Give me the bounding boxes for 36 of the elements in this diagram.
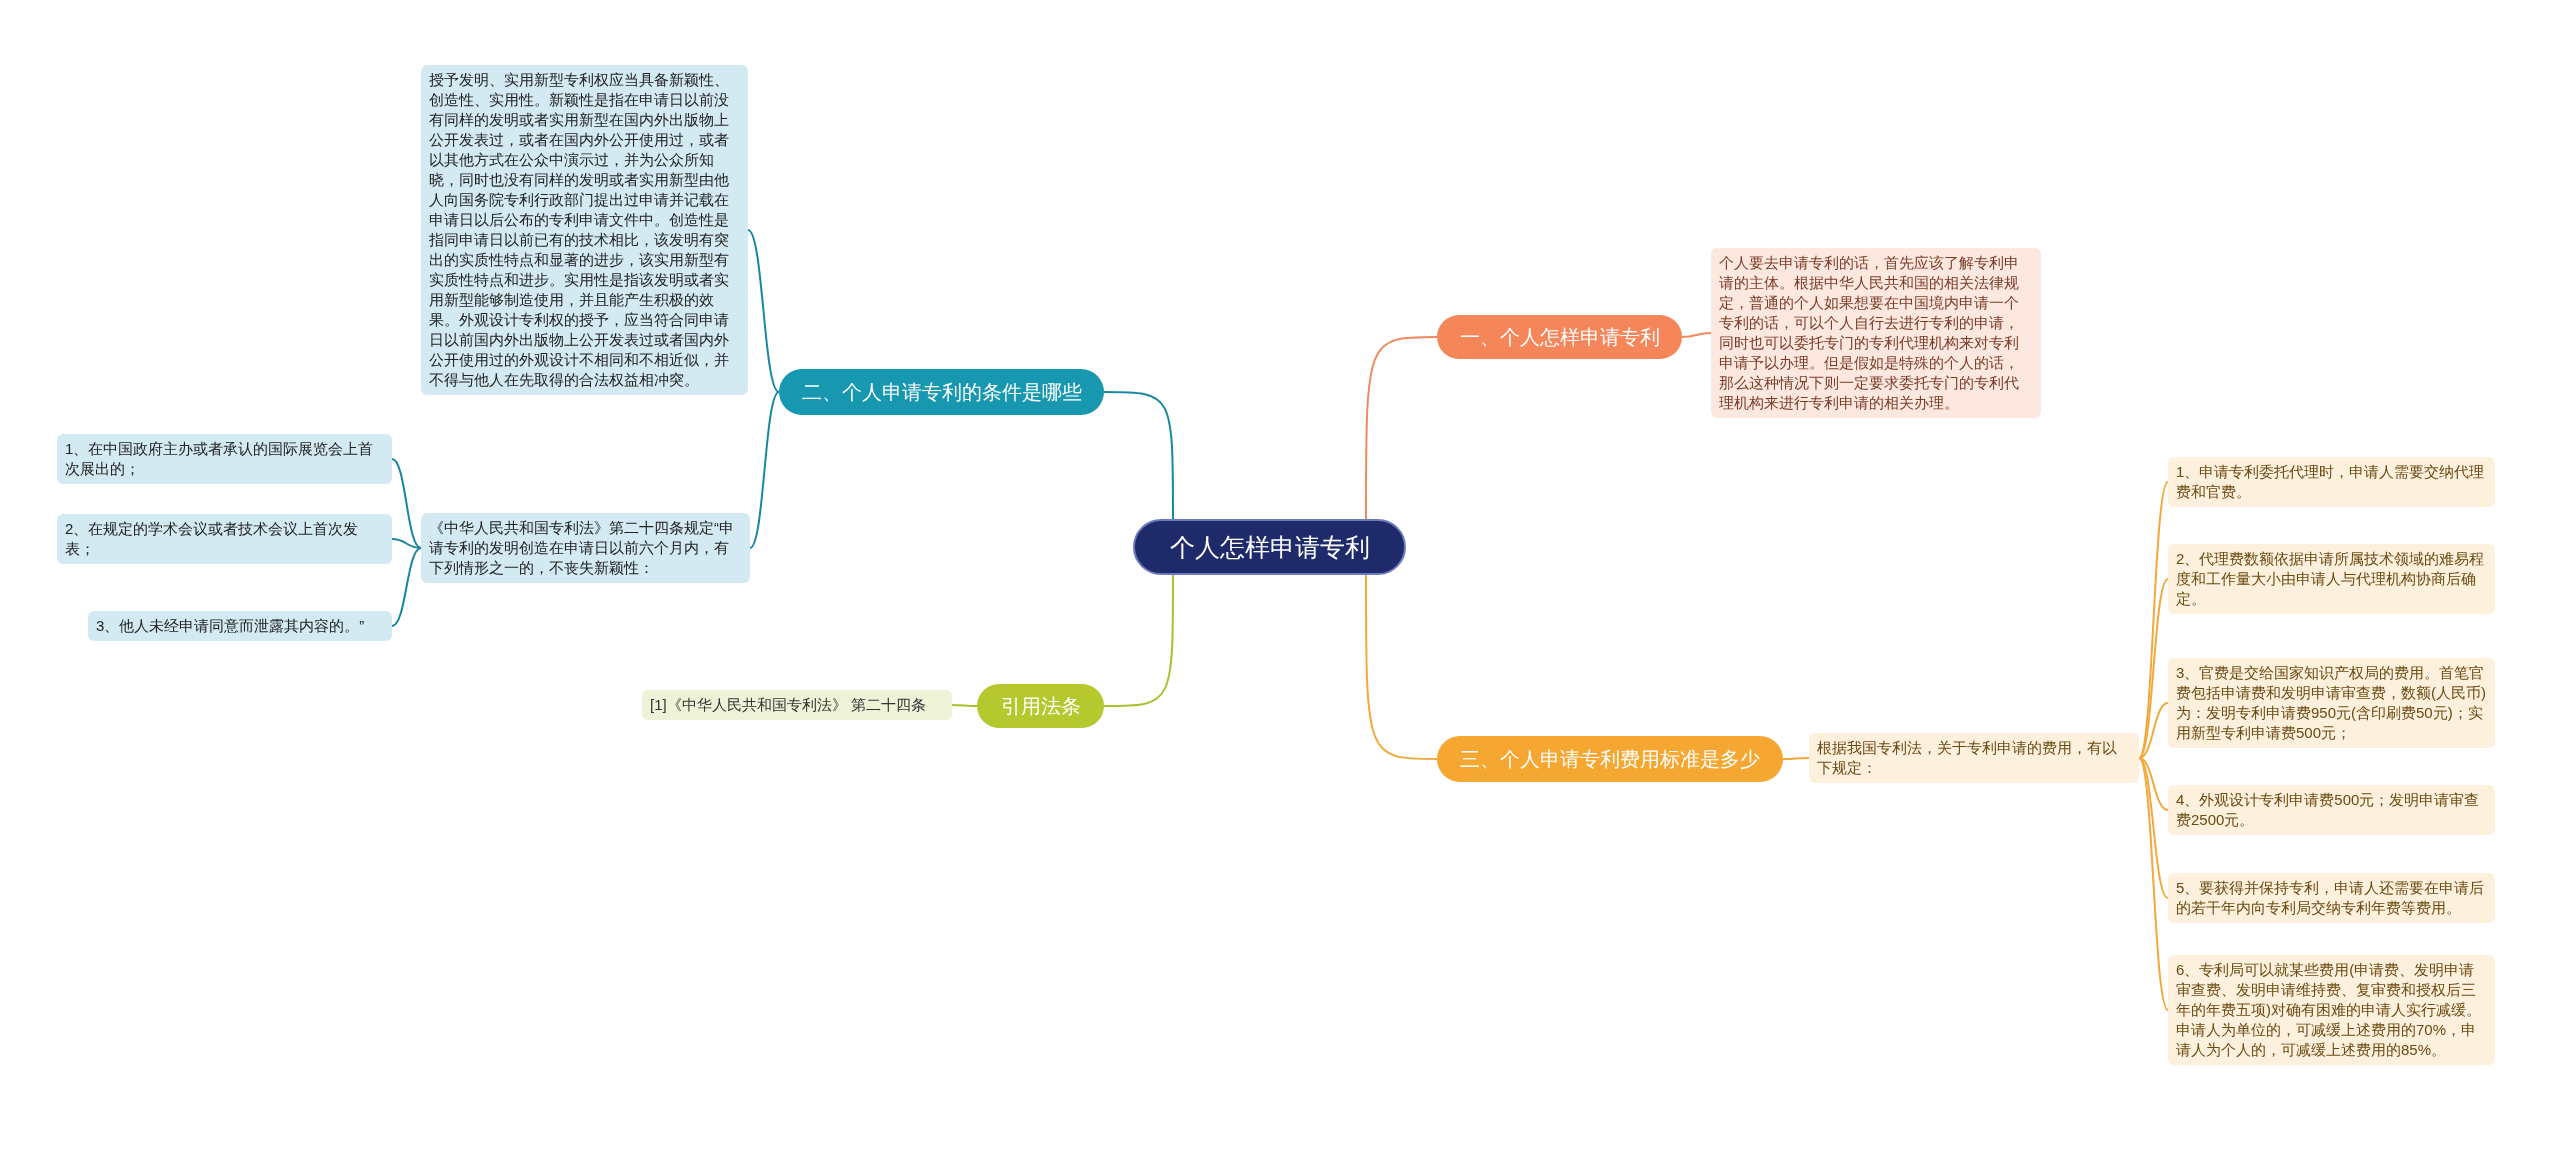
- note-box: 授予发明、实用新型专利权应当具备新颖性、创造性、实用性。新颖性是指在申请日以前没有同样的发明或者实用新型在国内外出版物上公开发表过，或者在国内外公开使用过，或者以其他方式在公众中演示过，并为公众所知晓，同时也没有同样的发明或者实用新型由他人向国务院专利行政部门提出过申请并记载在申请日以后公布的专利申请文件中。创造性是指同申请日以前已有的技术相比，该发明有突出的实质性特点和显著的进步，该实用新型有实质性特点和进步。实用性是指该发明或者实用新型能够制造使用，并且能产生积极的效果。外观设计专利权的授予，应当符合同申请日以前国内外出版物上公开发表过或者国内外公开使用过的外观设计不相同和不相近似，并不得与他人在先取得的合法权益相冲突。: [421, 65, 748, 395]
- note-box: 1、申请专利委托代理时，申请人需要交纳代理费和官费。: [2168, 457, 2495, 507]
- note-box: 3、他人未经申请同意而泄露其内容的。”: [88, 611, 392, 641]
- connector: [747, 229, 780, 393]
- branch-topic: 引用法条: [977, 684, 1104, 728]
- note-box: 1、在中国政府主办或者承认的国际展览会上首次展出的；: [57, 434, 392, 484]
- note-box: 5、要获得并保持专利，申请人还需要在申请后的若干年内向专利局交纳专利年费等费用。: [2168, 873, 2495, 923]
- central-topic: 个人怎样申请专利: [1133, 519, 1406, 575]
- connector: [391, 458, 422, 549]
- connector: [1782, 757, 1810, 760]
- note-box: [1]《中华人民共和国专利法》 第二十四条: [642, 690, 952, 720]
- connector: [1103, 391, 1174, 520]
- note-box: 个人要去申请专利的话，首先应该了解专利申请的主体。根据中华人民共和国的相关法律规定，普通的个人如果想要在中国境内申请一个专利的话，可以个人自行去进行专利的申请，同时也可以委托专门的专利代理机构来对专利申请予以办理。但是假如是特殊的个人的话，那么这种情况下则一定要求委托专门的专利代理机构来进行专利申请的相关办理。: [1711, 248, 2041, 418]
- note-box: 根据我国专利法，关于专利申请的费用，有以下规定：: [1809, 733, 2139, 783]
- note-box: 2、在规定的学术会议或者技术会议上首次发表；: [57, 514, 392, 564]
- connector: [1103, 574, 1174, 707]
- connector: [2138, 757, 2169, 1011]
- note-box: 《中华人民共和国专利法》第二十四条规定“申请专利的发明创造在申请日以前六个月内，有下列情形之一的，不丧失新颖性：: [421, 513, 750, 583]
- connector: [2138, 481, 2169, 759]
- connector: [1681, 332, 1712, 338]
- branch-topic: 一、个人怎样申请专利: [1437, 315, 1682, 359]
- connector: [749, 391, 780, 549]
- note-box: 6、专利局可以就某些费用(申请费、发明申请审查费、发明申请维持费、复审费和授权后三年的年费五项)对确有困难的申请人实行减缓。申请人为单位的，可减缓上述费用的70%，申请人为个人的，可减缓上述费用的85%。: [2168, 955, 2495, 1065]
- connector: [2138, 578, 2169, 759]
- note-box: 3、官费是交给国家知识产权局的费用。首笔官费包括申请费和发明申请审查费，数额(人民币)为：发明专利申请费950元(含印刷费50元)；实用新型专利申请费500元；: [2168, 658, 2495, 748]
- connector: [951, 704, 978, 707]
- connector: [2138, 757, 2169, 899]
- branch-topic: 三、个人申请专利费用标准是多少: [1437, 736, 1783, 782]
- note-box: 2、代理费数额依据申请所属技术领域的难易程度和工作量大小由申请人与代理机构协商后确定。: [2168, 544, 2495, 614]
- connector: [1365, 574, 1438, 760]
- branch-topic: 二、个人申请专利的条件是哪些: [779, 369, 1104, 415]
- connector: [391, 547, 422, 627]
- connector: [2138, 702, 2169, 759]
- connector: [1365, 336, 1438, 520]
- connector: [391, 538, 422, 549]
- note-box: 4、外观设计专利申请费500元；发明申请审查费2500元。: [2168, 785, 2495, 835]
